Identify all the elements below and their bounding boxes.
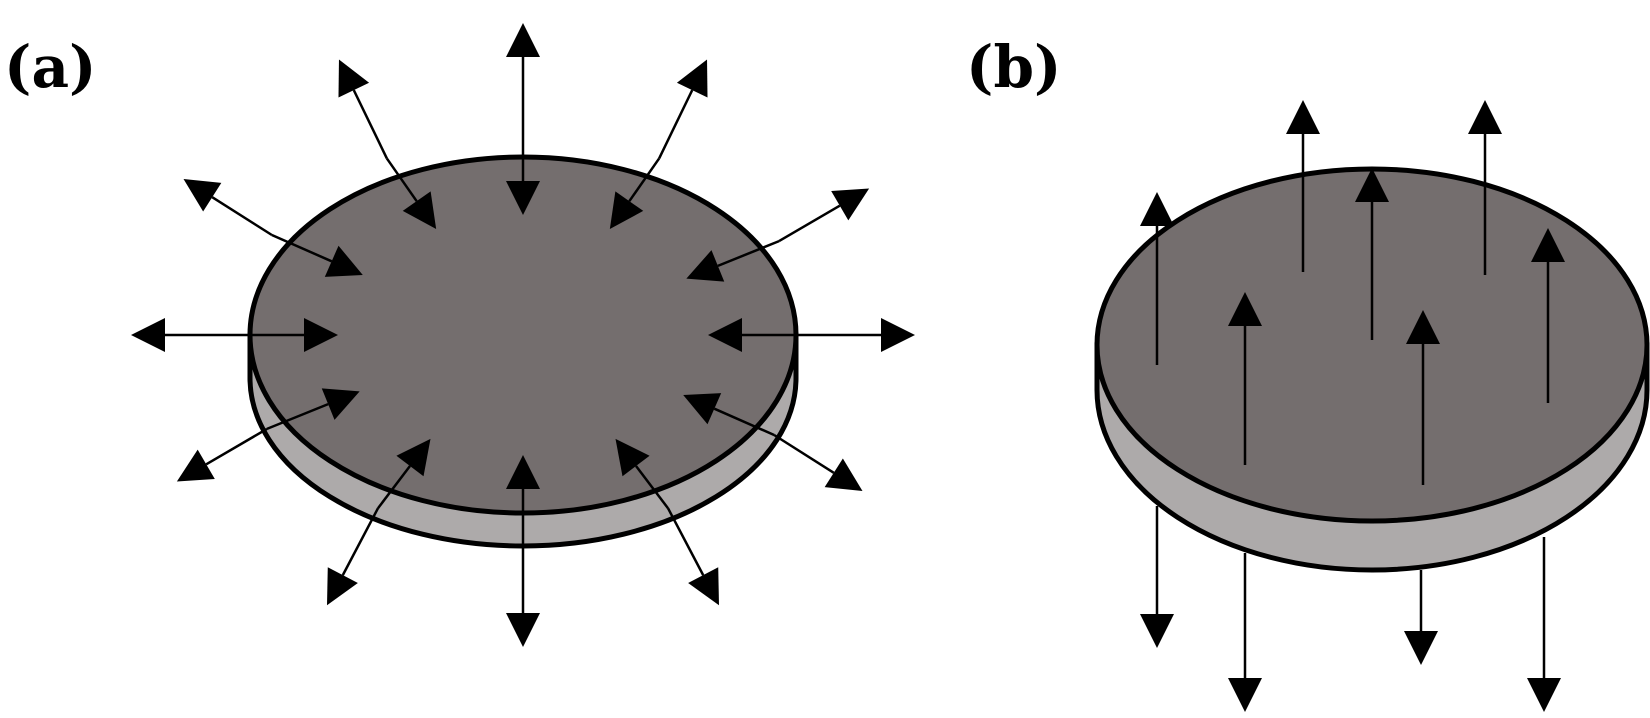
thickness-arrow-down-4: [1527, 537, 1561, 712]
thickness-arrow-down-1: [1140, 506, 1174, 648]
panel-b-disc: [1094, 166, 1650, 573]
thickness-arrow-up-7: [1406, 310, 1440, 485]
radial-arrow-inward-12: [683, 393, 775, 437]
radial-arrow-outward-9: [327, 507, 380, 606]
radial-arrow-outward-10: [506, 535, 540, 647]
radial-arrow-outward-1: [813, 318, 915, 352]
radial-arrow-outward-11: [666, 507, 719, 606]
panel-b-arrows: [1140, 100, 1565, 712]
radial-arrow-inward-11: [615, 438, 669, 509]
radial-arrow-inward-5: [385, 157, 437, 230]
thickness-arrow-up-6: [1228, 292, 1262, 465]
radial-arrow-inward-2: [686, 239, 780, 282]
radial-arrow-outward-5: [338, 59, 388, 159]
thickness-arrow-up-5: [1531, 228, 1565, 403]
radial-arrow-inward-7: [233, 318, 338, 352]
panel-a-label: (a): [4, 33, 97, 101]
radial-arrow-outward-12: [773, 433, 863, 491]
thickness-arrow-down-2: [1228, 553, 1262, 712]
radial-arrow-inward-9: [377, 438, 431, 509]
thickness-arrow-up-2: [1286, 100, 1320, 272]
radial-arrow-outward-8: [176, 427, 268, 482]
thickness-arrow-up-1: [1140, 192, 1174, 365]
radial-arrow-outward-7: [131, 318, 233, 352]
radial-arrow-outward-6: [183, 179, 273, 237]
radial-arrow-outward-4: [506, 23, 540, 135]
radial-arrow-inward-8: [266, 388, 360, 431]
radial-arrow-inward-6: [271, 233, 363, 277]
radial-arrow-outward-3: [658, 59, 708, 159]
radial-arrow-inward-4: [506, 135, 540, 215]
radial-arrow-inward-10: [506, 455, 540, 535]
radial-arrow-inward-1: [708, 318, 813, 352]
thickness-arrow-down-3: [1404, 570, 1438, 665]
thickness-arrow-up-4: [1468, 100, 1502, 275]
thickness-arrow-up-3: [1355, 168, 1389, 340]
panel-b-label: (b): [966, 33, 1062, 101]
radial-arrow-outward-2: [778, 188, 870, 243]
radial-arrow-inward-3: [609, 157, 661, 230]
panel-a-arrows: [131, 23, 915, 647]
